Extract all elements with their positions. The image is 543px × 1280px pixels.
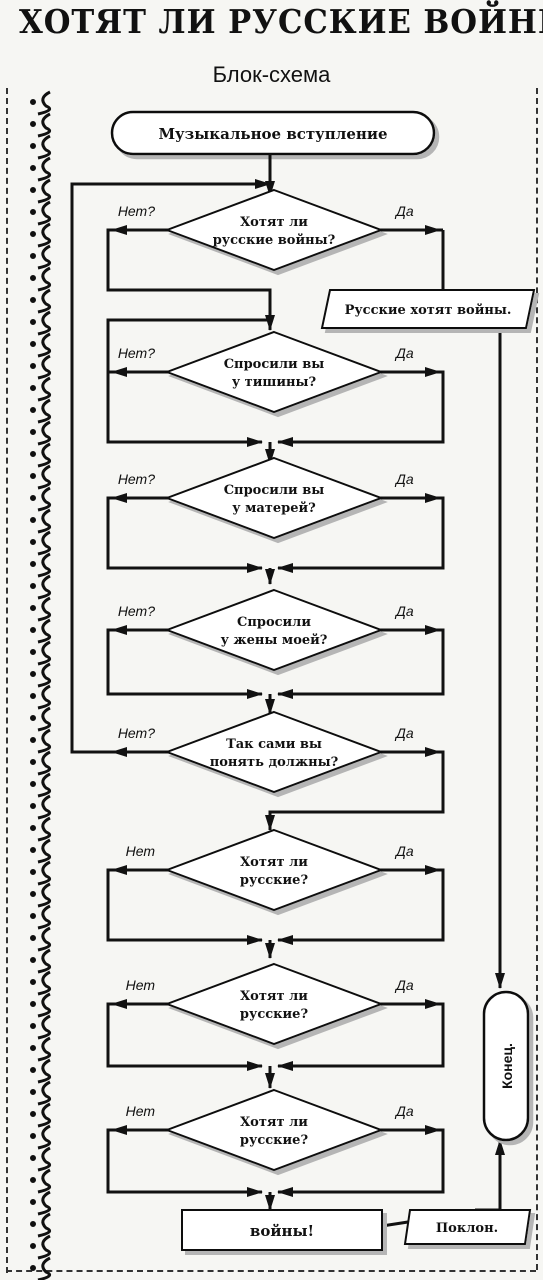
frame-bottom-border xyxy=(6,1270,536,1272)
decision-question-line1: Хотят ли xyxy=(240,989,308,1004)
decision-diamond xyxy=(164,962,384,1046)
yes-branch-label: Да xyxy=(394,471,414,487)
decision-1: Хотят ли русские войны? Нет? Да xyxy=(118,188,414,272)
no-branch-label: Нет? xyxy=(118,471,155,487)
bow-label: Поклон. xyxy=(436,1221,498,1236)
start-label: Музыкальное вступление xyxy=(158,125,387,143)
page-subtitle: Блок-схема xyxy=(212,62,331,87)
start-terminal xyxy=(110,110,436,156)
decision-diamond xyxy=(164,456,384,540)
end-label: Конец. xyxy=(499,1043,515,1089)
no-branch-label: Нет? xyxy=(118,725,155,741)
decision-question-line1: Спросили вы xyxy=(224,357,325,372)
decision-3: Спросили вы у матерей? Нет? Да xyxy=(118,456,414,540)
decision-question-line1: Спросили xyxy=(237,615,311,630)
decision-diamond xyxy=(164,710,384,794)
russians-want-war-label: Русские хотят войны. xyxy=(345,303,512,318)
yes-branch-label: Да xyxy=(394,725,414,741)
russians-want-war-box: Русские хотят войны. xyxy=(320,289,536,329)
decision-7: Хотят ли русские? Нет Да xyxy=(126,962,414,1046)
decision-question-line1: Спросили вы xyxy=(224,483,325,498)
frame-right-border xyxy=(536,88,538,1270)
decision-question-line1: Хотят ли xyxy=(240,1115,308,1130)
decision-question-line2: у жены моей? xyxy=(221,633,328,648)
yes-branch-label: Да xyxy=(394,603,414,619)
yes-branch-label: Да xyxy=(394,1103,414,1119)
no-branch-label: Нет xyxy=(126,977,156,993)
yes-branch-label: Да xyxy=(394,977,414,993)
no-branch-label: Нет xyxy=(126,1103,156,1119)
decision-question-line2: русские? xyxy=(240,873,309,888)
no-branch-label: Нет? xyxy=(118,203,155,219)
decision-8: Хотят ли русские? Нет Да xyxy=(126,1088,414,1172)
decision-6: Хотят ли русские? Нет Да xyxy=(126,828,414,912)
decision-diamond xyxy=(164,188,384,272)
decision-question-line2: русские? xyxy=(240,1007,309,1022)
decision-question-line1: Хотят ли xyxy=(240,215,308,230)
decision-question-line2: понять должны? xyxy=(210,755,339,770)
voyny-box: войны! xyxy=(181,1209,383,1251)
no-branch-label: Нет? xyxy=(118,603,155,619)
yes-branch-label: Да xyxy=(394,843,414,859)
page-title: ХОТЯТ ЛИ РУССКИЕ ВОЙНЫ? xyxy=(19,2,543,41)
decision-question-line1: Хотят ли xyxy=(240,855,308,870)
decision-diamond xyxy=(164,588,384,672)
decision-question-line2: русские? xyxy=(240,1133,309,1148)
decision-question-line2: у тишины? xyxy=(232,375,317,390)
frame-left-border xyxy=(6,88,10,1273)
decision-5: Так сами вы понять должны? Нет? Да xyxy=(118,710,414,794)
yes-branch-label: Да xyxy=(394,203,414,219)
no-branch-label: Нет? xyxy=(118,345,155,361)
vertical-ornament-icon xyxy=(30,90,52,1280)
decision-question-line2: у матерей? xyxy=(232,501,316,516)
bow-box: Поклон. xyxy=(403,1209,532,1245)
decision-diamond xyxy=(164,828,384,912)
yes-branch-label: Да xyxy=(394,345,414,361)
decision-question-line2: русские войны? xyxy=(213,233,336,248)
decision-question-line1: Так сами вы xyxy=(226,737,322,752)
voyny-label: войны! xyxy=(250,1222,314,1240)
no-branch-label: Нет xyxy=(126,843,156,859)
decision-2: Спросили вы у тишины? Нет? Да xyxy=(118,330,414,414)
decision-diamond xyxy=(164,1088,384,1172)
decision-4: Спросили у жены моей? Нет? Да xyxy=(118,588,414,672)
decision-diamond xyxy=(164,330,384,414)
end-terminal: Конец. xyxy=(482,990,530,1142)
